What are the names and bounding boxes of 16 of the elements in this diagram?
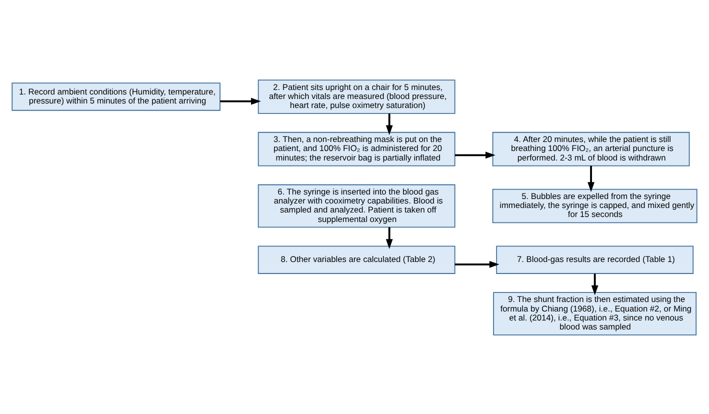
arrow [591, 273, 598, 295]
node-box: 3. Then, a non-rebreathing mask is put on the patient, and 100% FIO₂ is administered for 20 minutes; the reservoir bag is partially inflated [258, 131, 456, 166]
arrow [386, 226, 393, 248]
node-box: 5. Bubbles are expelled from the syringe immediately, the syringe is capped, and mixed gently for 15 seconds [492, 188, 698, 223]
arrow [588, 165, 594, 192]
node-box: 2. Patient sits upright on a chair for 5 minutes, after which vitals are measured (blood pressure, heart rate, pulse oximetry saturation) [258, 79, 456, 114]
arrow [386, 113, 393, 135]
node-box: 4. After 20 minutes, while the patient is still breathing 100% FIO₂, an arterial puncture is performed. 2-3 mL of blood is withdrawn [492, 131, 690, 166]
node-box: 9. The shunt fraction is then estimated using the formula by Chiang (1968), i.e., Equation #2, or Ming et al. (2014), i.e., Equation #3, since no venous blood was sampled [493, 292, 697, 335]
arrow [220, 97, 261, 104]
arrow [455, 151, 496, 158]
node-box: 1. Record ambient conditions (Humidity, temperature, pressure) within 5 minutes of the patient arriving [12, 82, 220, 110]
node-box: 6. The syringe is inserted into the blood gas analyzer with cooximetry capabilities. Blood is sampled and analyzed. Patient is taken off supplemental oxygen [258, 184, 456, 228]
node-box: 8. Other variables are calculated (Table 2) [258, 245, 456, 274]
node-box: 7. Blood-gas results are recorded (Table 1) [496, 245, 694, 274]
arrow [454, 260, 500, 268]
